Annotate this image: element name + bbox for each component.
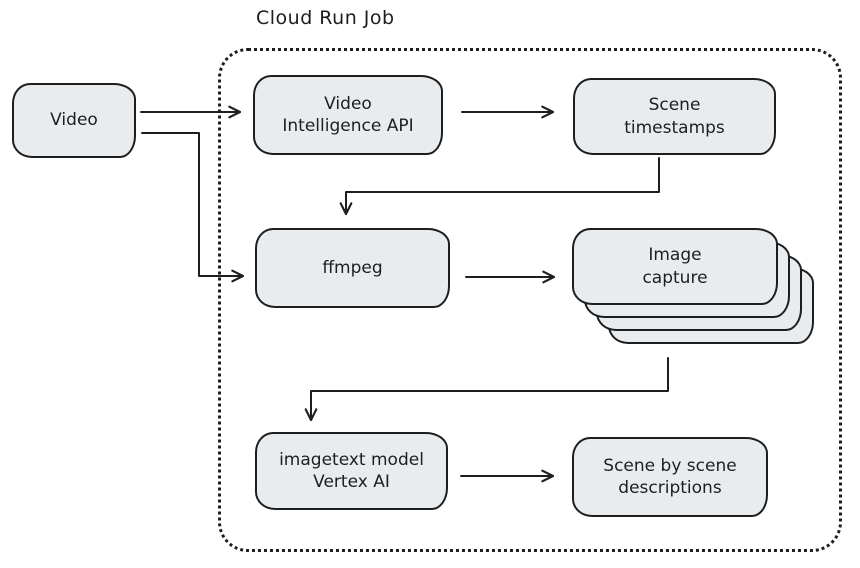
node-scene-by-scene-descriptions: Scene by scene descriptions [572,437,768,517]
node-image-capture-label: Image capture [642,245,708,288]
cloud-run-job-container [218,48,842,552]
node-scene-timestamps: Scene timestamps [573,78,776,155]
node-imagetext-model-vertex-ai: imagetext model Vertex AI [255,432,448,510]
node-imagetext-model-vertex-ai-label: imagetext model Vertex AI [279,449,424,492]
node-ffmpeg: ffmpeg [255,228,450,308]
node-ffmpeg-label: ffmpeg [322,257,383,278]
node-video: Video [12,83,136,158]
node-video-label: Video [50,110,98,131]
node-video-intelligence-api-label: Video Intelligence API [282,93,414,136]
node-scene-by-scene-descriptions-label: Scene by scene descriptions [603,455,737,498]
node-scene-timestamps-label: Scene timestamps [624,95,725,138]
node-image-capture: Image capture [572,228,778,305]
container-title: Cloud Run Job [256,7,395,29]
node-video-intelligence-api: Video Intelligence API [253,75,443,155]
